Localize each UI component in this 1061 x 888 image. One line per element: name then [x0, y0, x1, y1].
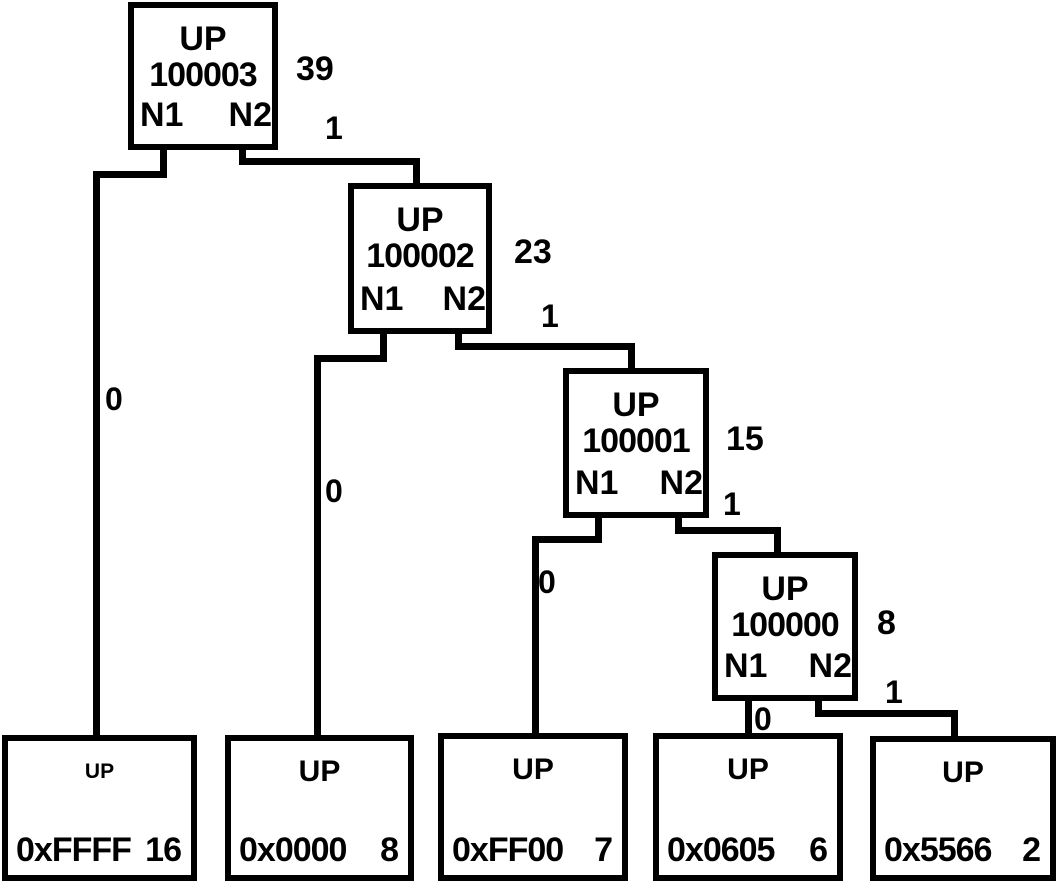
- node-type-label: UP: [179, 20, 227, 58]
- node-ports: N1 N2: [724, 649, 852, 683]
- edge-100001-n2-horiz: [675, 527, 781, 534]
- edge-100002-n1-horiz: [314, 355, 387, 362]
- edge-100001-n2-stub: [675, 515, 682, 533]
- node-ports: N1 N2: [575, 466, 703, 500]
- node-weight-100002: 23: [514, 233, 552, 271]
- edge-100002-n1-stub: [380, 331, 387, 362]
- edge-label-100002-n1: 0: [325, 473, 343, 509]
- leaf-type-label: UP: [727, 753, 769, 786]
- leaf-type-label: UP: [512, 753, 554, 786]
- edge-root-n2-vert: [413, 158, 420, 186]
- edge-100002-n2-vert: [628, 343, 635, 371]
- edge-100001-n1-vert: [532, 536, 539, 738]
- leaf-count: 6: [809, 831, 828, 869]
- edge-100000-n2-stub: [815, 698, 822, 716]
- leaf-count: 16: [145, 831, 182, 869]
- port-n1-label: N1: [575, 464, 619, 502]
- node-type-label: UP: [396, 201, 444, 239]
- edge-100000-n2-horiz: [815, 710, 958, 717]
- edge-label-100002-n2: 1: [541, 298, 559, 334]
- edge-100002-n2-horiz: [455, 343, 635, 350]
- port-n1-label: N1: [140, 96, 184, 134]
- node-id: 100003: [149, 56, 257, 94]
- edge-root-n1-vert: [93, 171, 100, 740]
- leaf-count: 2: [1022, 831, 1041, 869]
- edge-100001-n1-stub: [595, 515, 602, 543]
- node-weight-100003: 39: [296, 50, 334, 88]
- leaf-count: 8: [380, 831, 399, 869]
- edge-label-100001-n2: 1: [723, 486, 741, 522]
- edge-label-100000-n2: 1: [885, 674, 903, 710]
- node-ports: N1 N2: [140, 98, 272, 132]
- leaf-node-0x5566: UP 0x5566 2: [870, 736, 1056, 881]
- node-id: 100000: [731, 606, 839, 644]
- internal-node-100002: UP 100002 N1 N2: [348, 183, 492, 334]
- edge-root-n1-stub: [160, 148, 167, 176]
- edge-100002-n2-stub: [455, 331, 462, 350]
- edge-label-100001-n1: 0: [538, 564, 556, 600]
- port-n2-label: N2: [442, 280, 486, 318]
- node-weight-100000: 8: [877, 604, 896, 642]
- node-id: 100002: [366, 237, 474, 275]
- internal-node-100000: UP 100000 N1 N2: [712, 552, 858, 701]
- leaf-value: 0xFFFF: [16, 831, 132, 869]
- edge-100001-n1-horiz: [532, 536, 602, 543]
- edge-100000-n2-vert: [951, 710, 958, 738]
- leaf-value-row: 0x0605 6: [667, 831, 828, 869]
- edge-root-n1-horiz: [93, 171, 167, 178]
- edge-label-100000-n1: 0: [754, 701, 772, 737]
- leaf-value-row: 0xFF00 7: [452, 831, 613, 869]
- node-ports: N1 N2: [360, 282, 486, 316]
- leaf-type-label: UP: [298, 755, 341, 788]
- leaf-value: 0x0605: [667, 831, 775, 869]
- internal-node-100003: UP 100003 N1 N2: [128, 2, 278, 150]
- leaf-value-row: 0x0000 8: [239, 831, 399, 869]
- leaf-node-0xFF00: UP 0xFF00 7: [438, 733, 628, 881]
- edge-root-n2-stub: [239, 148, 246, 165]
- edge-label-root-n2: 1: [325, 110, 343, 146]
- leaf-node-0x0605: UP 0x0605 6: [653, 733, 843, 881]
- leaf-count: 7: [594, 831, 613, 869]
- port-n2-label: N2: [659, 464, 703, 502]
- leaf-type-label: UP: [84, 760, 115, 783]
- leaf-value: 0xFF00: [452, 831, 564, 869]
- edge-100002-n1-vert: [314, 355, 321, 738]
- node-id: 100001: [582, 422, 690, 460]
- edge-root-n2-horiz: [239, 158, 420, 165]
- leaf-value: 0x0000: [239, 831, 347, 869]
- port-n2-label: N2: [228, 96, 272, 134]
- leaf-node-0x0000: UP 0x0000 8: [225, 735, 414, 881]
- leaf-type-label: UP: [942, 756, 984, 789]
- leaf-value-row: 0x5566 2: [884, 831, 1041, 869]
- edge-100000-n1-vert: [745, 698, 752, 738]
- edge-label-root-n1: 0: [105, 381, 123, 417]
- port-n2-label: N2: [808, 647, 852, 685]
- node-type-label: UP: [612, 386, 660, 424]
- node-weight-100001: 15: [726, 420, 764, 458]
- port-n1-label: N1: [360, 280, 404, 318]
- leaf-value: 0x5566: [884, 831, 992, 869]
- port-n1-label: N1: [724, 647, 768, 685]
- node-type-label: UP: [761, 570, 809, 608]
- edge-100001-n2-vert: [774, 527, 781, 555]
- leaf-node-0xFFFF: UP 0xFFFF 16: [2, 735, 197, 881]
- internal-node-100001: UP 100001 N1 N2: [563, 368, 709, 518]
- leaf-value-row: 0xFFFF 16: [16, 831, 182, 869]
